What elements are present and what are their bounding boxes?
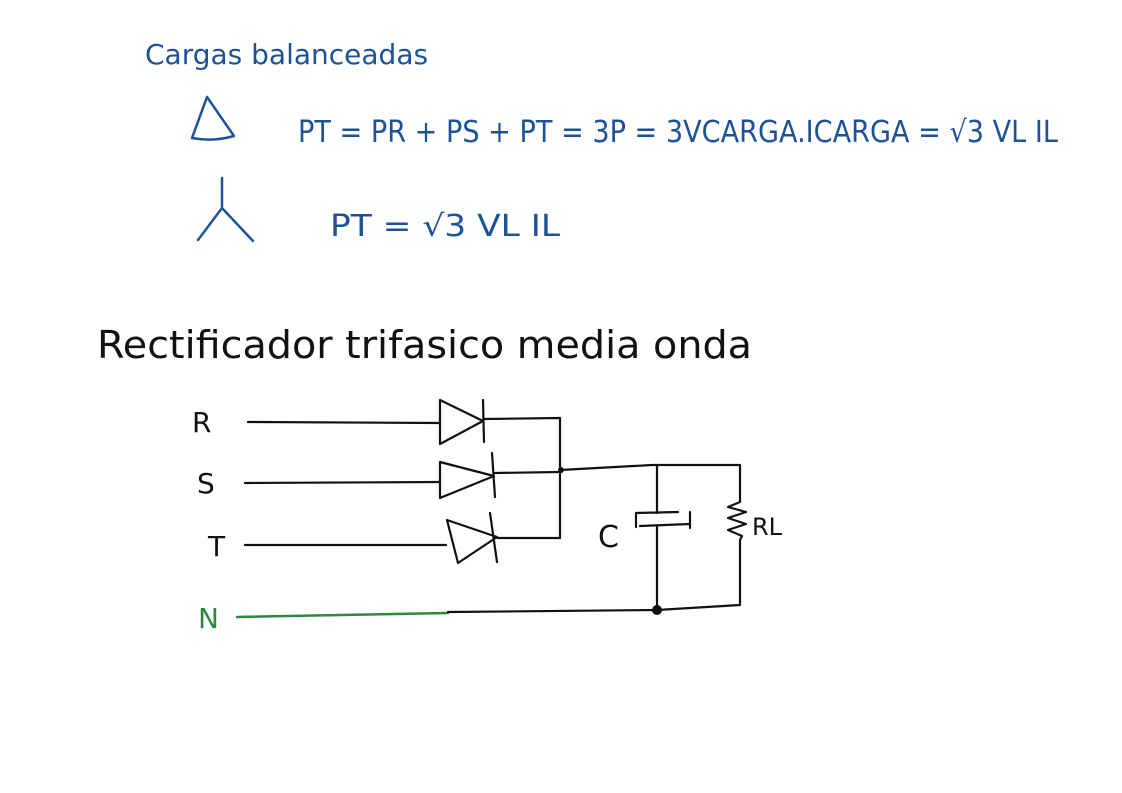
wire-r-out (482, 416, 562, 540)
neutral-wire (446, 603, 742, 614)
delta-symbol-icon (190, 95, 236, 141)
wire-s-out (493, 470, 562, 475)
neutral-wire-green (235, 611, 450, 619)
section-title: Rectificador trifasico media onda (97, 323, 752, 367)
capacitor-icon (634, 463, 692, 610)
heading-text: Cargas balanceadas (145, 38, 428, 71)
diode-s-icon (438, 451, 497, 500)
junction-dot (558, 467, 564, 473)
neutral-junction-dot (652, 605, 662, 615)
resistor-icon (726, 463, 748, 607)
neutral-label: N (198, 602, 219, 635)
resistor-label: RL (752, 513, 783, 541)
phase-s-label: S (197, 467, 215, 500)
wye-symbol-icon (196, 176, 255, 243)
delta-power-formula: PT = PR + PS + PT = 3P = 3VCARGA.ICARGA … (298, 115, 1058, 150)
wire-r (246, 420, 442, 425)
diode-t-icon (445, 511, 499, 565)
phase-t-label: T (207, 530, 226, 563)
wye-power-formula: PT = √3 VL IL (330, 209, 560, 244)
phase-r-label: R (192, 406, 211, 439)
output-bus (558, 463, 742, 472)
wire-s (243, 480, 442, 485)
diode-r-icon (438, 398, 486, 446)
capacitor-label: C (598, 520, 619, 555)
